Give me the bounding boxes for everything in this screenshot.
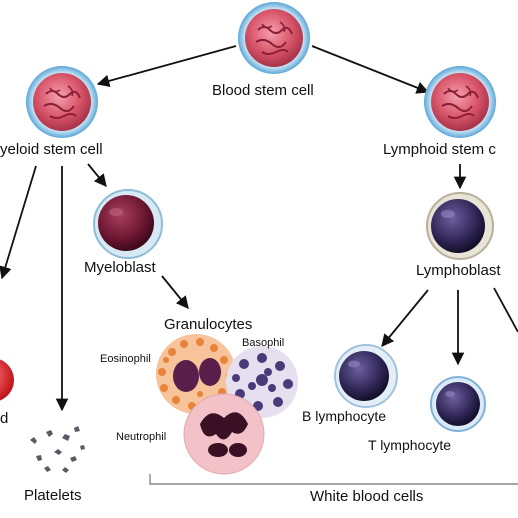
blood-stem-cell — [238, 2, 310, 74]
arrow-lymphoblast-to-offscreen — [493, 287, 518, 333]
b-lymphocyte-label: B lymphocyte — [302, 408, 387, 424]
platelets-cluster — [30, 426, 85, 473]
blood-stem-cell-label: Blood stem cell — [212, 82, 314, 99]
arrow-myeloid-to-myeloblast — [87, 163, 107, 187]
arrow-stem-to-lymphoid — [311, 45, 430, 94]
lymphoid-stem-cell — [424, 66, 496, 138]
arrow-myeloblast-to-granulocytes — [161, 275, 189, 309]
myeloblast-cell — [93, 189, 163, 259]
arrow-myeloid-to-red-cell — [0, 165, 37, 280]
white-blood-cells-bracket — [149, 474, 518, 485]
t-lymphocyte-label: T lymphocyte — [368, 437, 451, 453]
neutrophil-label: Neutrophil — [116, 431, 167, 443]
arrow-stem-to-myeloid — [96, 45, 237, 88]
b-lymphocyte-cell — [334, 344, 398, 408]
white-blood-cells-label: White blood cells — [310, 488, 424, 505]
eosinophil-label: Eosinophil — [100, 353, 151, 365]
red-blood-cell — [0, 359, 14, 401]
basophil-granules — [232, 353, 293, 411]
lymphoblast-cell — [426, 192, 494, 260]
neutrophil-cell — [183, 393, 265, 475]
red-cell-label-fragment: d — [0, 410, 9, 427]
lymphoblast-label: Lymphoblast — [416, 262, 501, 279]
myeloid-stem-cell-label: yeloid stem cell — [0, 141, 103, 158]
granulocytes-label: Granulocytes — [164, 316, 253, 333]
t-lymphocyte-cell — [430, 376, 486, 432]
basophil-label: Basophil — [242, 337, 285, 349]
myeloid-stem-cell — [26, 66, 98, 138]
arrow-lymphoblast-to-b-lymphocyte — [381, 289, 429, 347]
platelets-label: Platelets — [24, 487, 82, 504]
lymphoid-stem-cell-label: Lymphoid stem c — [383, 141, 496, 158]
myeloblast-label: Myeloblast — [84, 259, 156, 276]
arrows — [0, 45, 518, 412]
